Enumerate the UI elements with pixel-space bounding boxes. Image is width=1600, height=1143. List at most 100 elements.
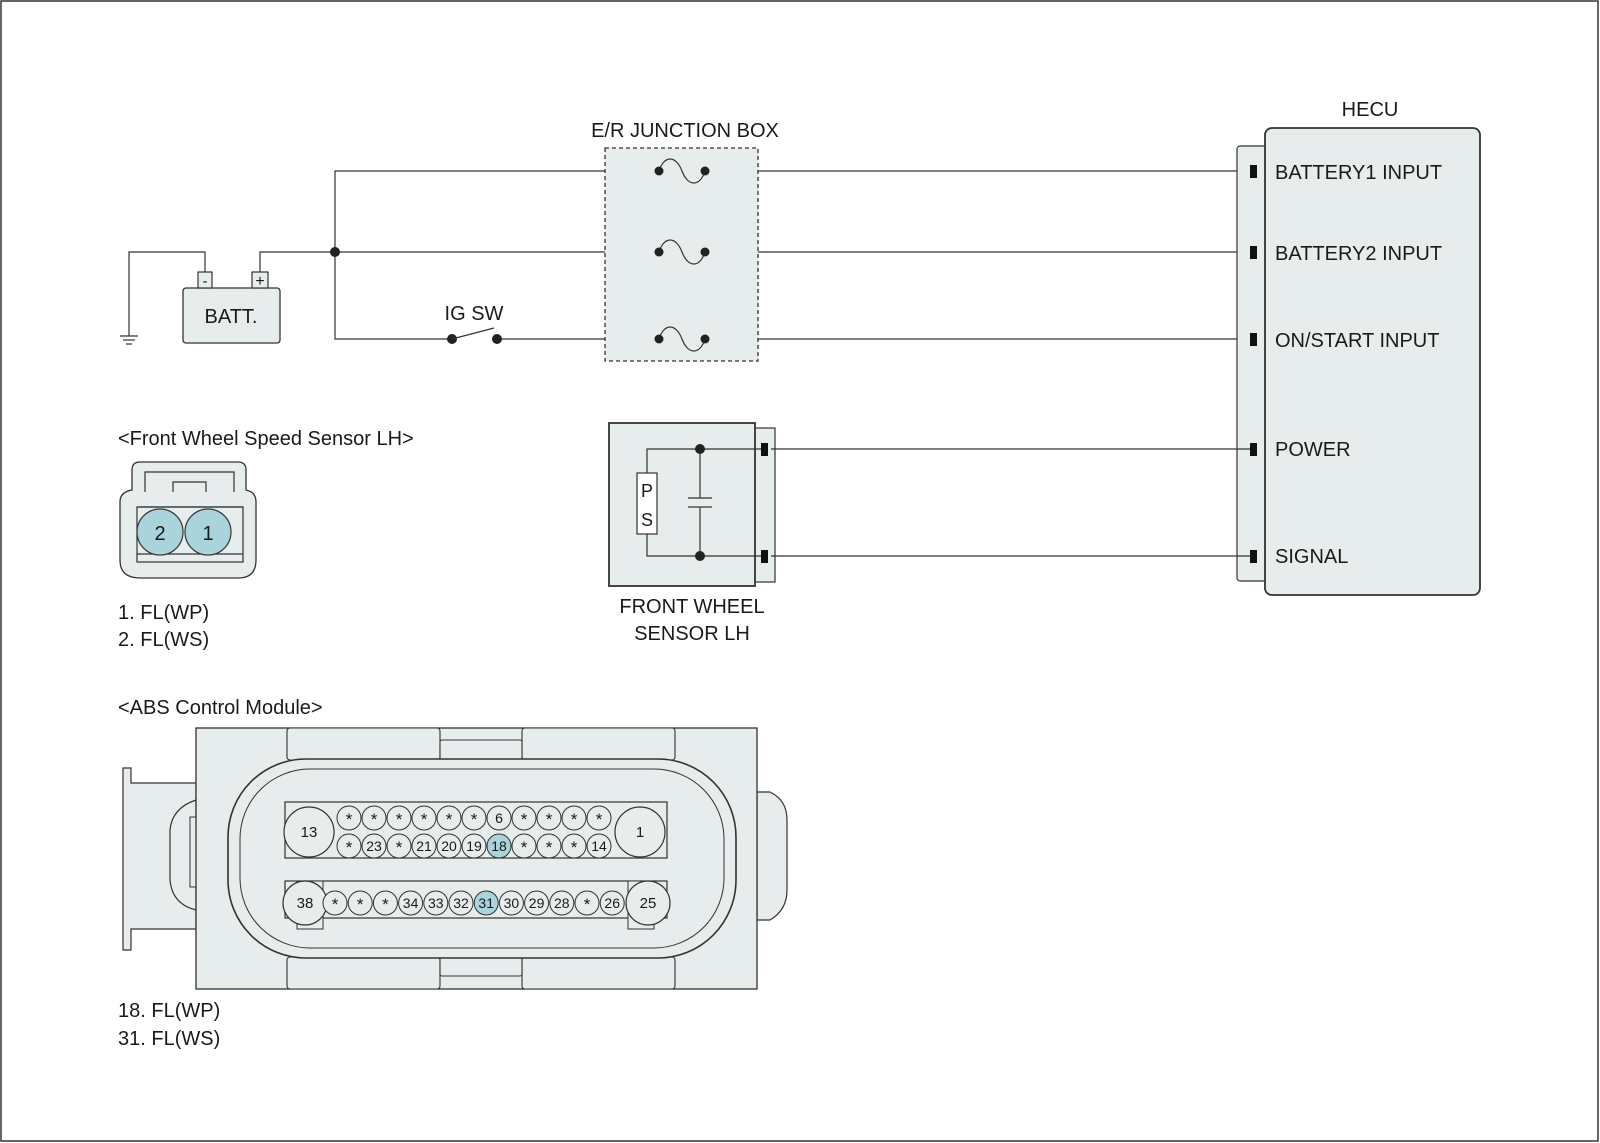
abs-pin-label: 19 xyxy=(466,838,482,854)
abs-pin-label: * xyxy=(332,895,339,914)
abs-pin-label: 31 xyxy=(478,895,494,911)
abs-pin xyxy=(361,805,387,831)
abs-big-pin xyxy=(614,806,666,858)
hecu-body xyxy=(1264,127,1481,596)
abs-big-pin xyxy=(283,806,335,858)
abs-pin xyxy=(411,805,437,831)
abs-pin-label: * xyxy=(571,838,578,857)
abs-pin xyxy=(386,833,412,859)
sensor-p-label: P xyxy=(641,481,653,501)
abs-pin-label: 28 xyxy=(554,895,570,911)
abs-pin xyxy=(586,805,612,831)
abs-pin xyxy=(574,890,600,916)
abs-pin xyxy=(436,833,462,859)
abs-pin-label: * xyxy=(421,810,428,829)
hecu-pin-label: BATTERY1 INPUT xyxy=(1275,162,1442,184)
abs-pin-label: 20 xyxy=(441,838,457,854)
abs-pin xyxy=(322,890,348,916)
abs-pin xyxy=(524,890,550,916)
sensor-element xyxy=(636,472,658,535)
hecu-module: HECU BATTERY1 INPUT BATTERY2 INPUT ON/ST… xyxy=(1236,99,1481,596)
abs-big-pin-label: 13 xyxy=(301,824,318,841)
abs-pin-label: * xyxy=(584,895,591,914)
abs-pin-label: * xyxy=(396,810,403,829)
abs-pin-label: * xyxy=(546,838,553,857)
abs-pin-label: * xyxy=(346,838,353,857)
abs-pin-label: * xyxy=(596,810,603,829)
abs-pin xyxy=(549,890,575,916)
abs-pin xyxy=(336,805,362,831)
abs-pin xyxy=(423,890,449,916)
abs-pin-label: * xyxy=(546,810,553,829)
abs-pin xyxy=(336,833,362,859)
abs-pin-label: 34 xyxy=(403,895,419,911)
abs-pin-label: 18 xyxy=(491,838,507,854)
abs-pin xyxy=(511,805,537,831)
battery-label: BATT. xyxy=(205,306,258,328)
abs-pin-label: 21 xyxy=(416,838,432,854)
abs-pin-label: * xyxy=(396,838,403,857)
battery-pos-label: + xyxy=(255,273,264,290)
abs-legend-item: 18. FL(WP) xyxy=(118,1000,220,1022)
abs-pin-label: * xyxy=(346,810,353,829)
sensor-title: SENSOR LH xyxy=(634,623,750,645)
wss-connector-title: <Front Wheel Speed Sensor LH> xyxy=(118,428,414,450)
abs-big-pin-label: 25 xyxy=(640,895,657,912)
sensor-title: FRONT WHEEL xyxy=(619,596,764,618)
power-wires xyxy=(259,170,1250,340)
battery-neg-label: - xyxy=(203,273,208,290)
hecu-pin-label: BATTERY2 INPUT xyxy=(1275,243,1442,265)
wss-connector: <Front Wheel Speed Sensor LH> 2 1 1. FL(… xyxy=(118,428,414,651)
abs-pin xyxy=(461,833,487,859)
abs-pin xyxy=(561,805,587,831)
wheel-sensor: P S FRONT WHEEL SENSOR LH xyxy=(608,422,1250,645)
hecu-title: HECU xyxy=(1342,99,1399,121)
abs-pin-label: 6 xyxy=(495,810,503,826)
splice-node xyxy=(330,247,340,257)
abs-pin xyxy=(536,833,562,859)
abs-pin xyxy=(599,890,625,916)
abs-pin xyxy=(411,833,437,859)
sensor-pin-terminal xyxy=(761,443,768,456)
ig-switch-label: IG SW xyxy=(445,303,504,325)
abs-pin xyxy=(586,833,612,859)
abs-pin-label: 30 xyxy=(504,895,520,911)
sensor-pin-terminal xyxy=(761,550,768,563)
abs-connector: <ABS Control Module> xyxy=(118,697,788,1050)
abs-pin xyxy=(461,805,487,831)
junction-box: E/R JUNCTION BOX xyxy=(591,120,779,362)
abs-big-pin xyxy=(625,880,671,926)
hecu-pin-terminal xyxy=(1250,165,1257,563)
abs-pin-label: 32 xyxy=(453,895,469,911)
fuse xyxy=(658,158,706,352)
abs-pin-label: * xyxy=(521,838,528,857)
abs-pin xyxy=(347,890,373,916)
abs-pin xyxy=(436,805,462,831)
abs-pin xyxy=(386,805,412,831)
abs-pin-label: * xyxy=(357,895,364,914)
abs-pin xyxy=(561,833,587,859)
abs-pin xyxy=(372,890,398,916)
wss-pin-label: 2 xyxy=(154,523,165,545)
abs-pin xyxy=(473,890,499,916)
abs-connector-title: <ABS Control Module> xyxy=(118,697,323,719)
wss-pin-label: 1 xyxy=(202,523,213,545)
abs-pin xyxy=(536,805,562,831)
abs-pin xyxy=(398,890,424,916)
abs-pin-label: 33 xyxy=(428,895,444,911)
abs-pin xyxy=(361,833,387,859)
abs-pin-label: * xyxy=(571,810,578,829)
abs-pin-label: * xyxy=(382,895,389,914)
sensor-s-label: S xyxy=(641,510,653,530)
abs-pin xyxy=(448,890,474,916)
abs-pin xyxy=(511,833,537,859)
abs-legend-item: 31. FL(WS) xyxy=(118,1028,220,1050)
wss-legend-item: 1. FL(WP) xyxy=(118,602,209,624)
hecu-pin-label: ON/START INPUT xyxy=(1275,330,1439,352)
abs-pin-label: 14 xyxy=(591,838,607,854)
hecu-pin-label: SIGNAL xyxy=(1275,546,1348,568)
abs-pin xyxy=(486,833,512,859)
abs-pin-label: * xyxy=(371,810,378,829)
